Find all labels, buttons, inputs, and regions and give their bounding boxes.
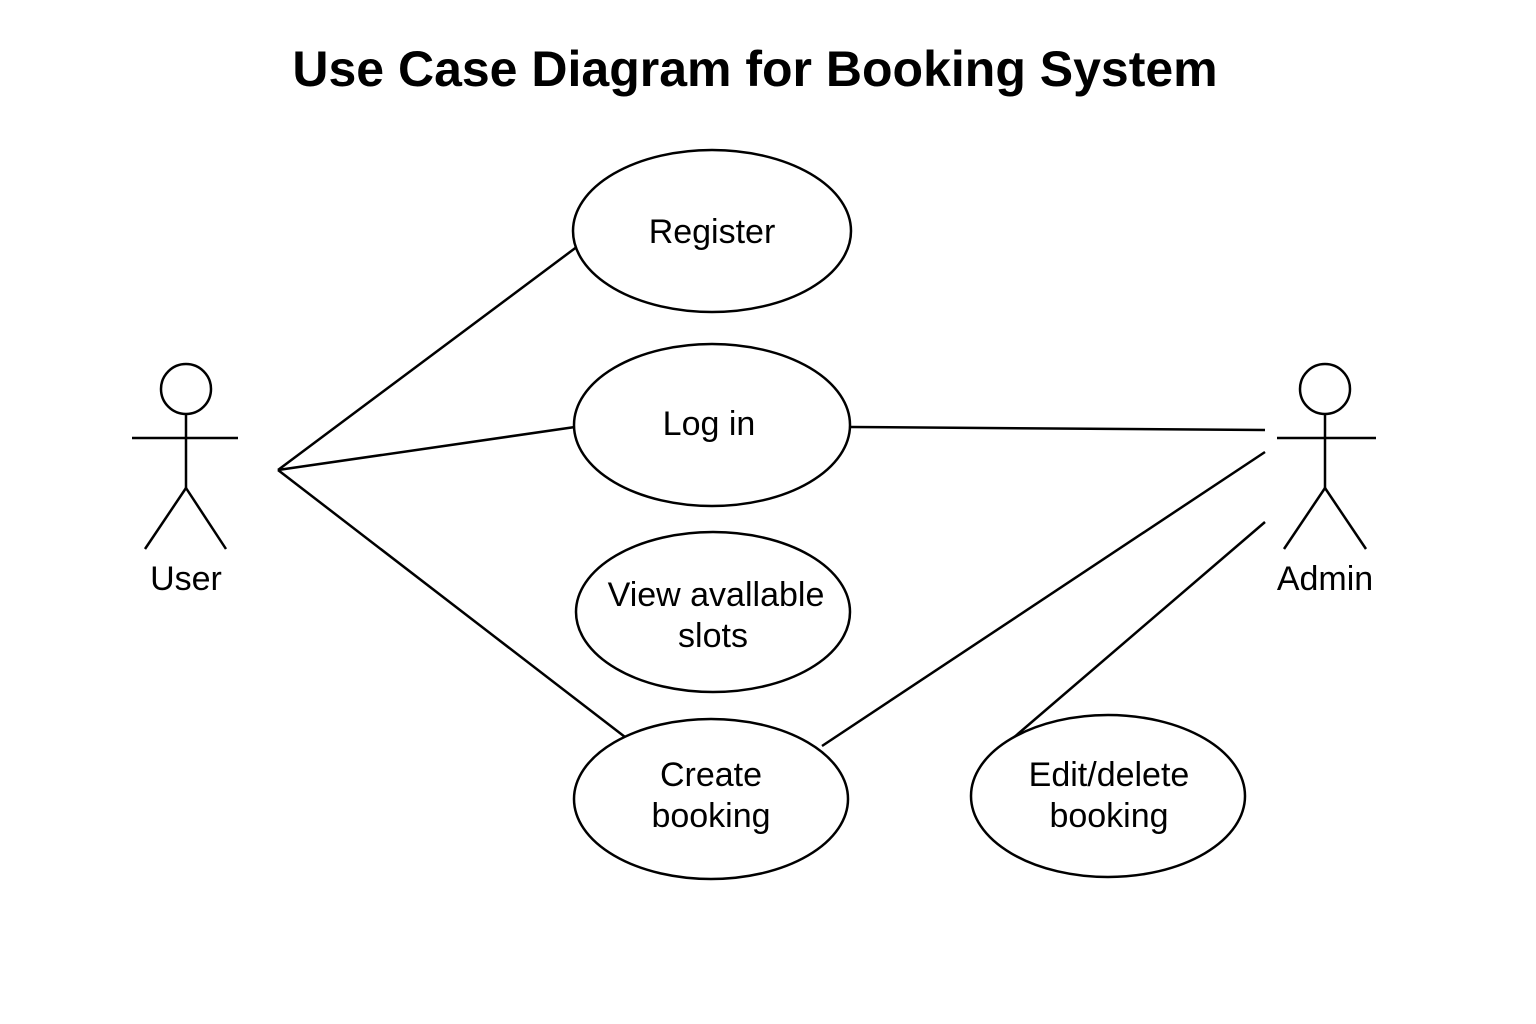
- actor-admin-right-leg: [1323, 487, 1368, 550]
- actor-user-head: [159, 362, 213, 416]
- actor-user-left-leg: [143, 487, 188, 550]
- associations: [277, 244, 1266, 748]
- use-case-create-booking-label-line-2: booking: [651, 797, 770, 835]
- use-case-view-slots: View avallable slots: [574, 530, 852, 694]
- association-user-login: [277, 425, 576, 472]
- use-case-create-booking-ellipse: [572, 717, 850, 881]
- actor-admin-label: Admin: [1277, 560, 1373, 598]
- use-case-edit-delete-booking: Edit/delete booking: [969, 713, 1247, 879]
- actor-user: User: [132, 362, 238, 598]
- use-case-register-ellipse: [571, 148, 853, 314]
- use-case-create-booking-label-line-1: Create: [660, 756, 762, 794]
- diagram-title: Use Case Diagram for Booking System: [292, 41, 1217, 97]
- association-admin-login: [849, 425, 1266, 432]
- use-case-login-ellipse: [572, 342, 852, 508]
- actor-admin-head: [1298, 362, 1352, 416]
- association-admin-edit-delete-booking: [1011, 521, 1266, 740]
- use-case-register: Register: [571, 148, 853, 314]
- actor-admin-left-leg: [1282, 487, 1327, 550]
- use-case-edit-delete-booking-ellipse: [969, 713, 1247, 879]
- use-case-create-booking: Create booking: [572, 717, 850, 881]
- association-user-create-booking: [277, 469, 626, 738]
- use-case-login-label: Log in: [663, 405, 756, 443]
- use-case-view-slots-label-line-2: slots: [678, 617, 748, 655]
- use-case-login: Log in: [572, 342, 852, 508]
- actor-user-label: User: [150, 560, 222, 598]
- use-case-view-slots-ellipse: [574, 530, 852, 694]
- use-case-view-slots-label-line-1: View avallable: [608, 576, 825, 614]
- association-user-register: [277, 244, 579, 472]
- association-admin-create-booking: [821, 450, 1266, 748]
- actor-user-right-leg: [184, 487, 228, 550]
- actor-admin: Admin: [1277, 362, 1376, 598]
- use-case-edit-delete-booking-label-line-1: Edit/delete: [1029, 756, 1190, 794]
- use-case-register-label: Register: [649, 213, 776, 251]
- use-case-edit-delete-booking-label-line-2: booking: [1049, 797, 1168, 835]
